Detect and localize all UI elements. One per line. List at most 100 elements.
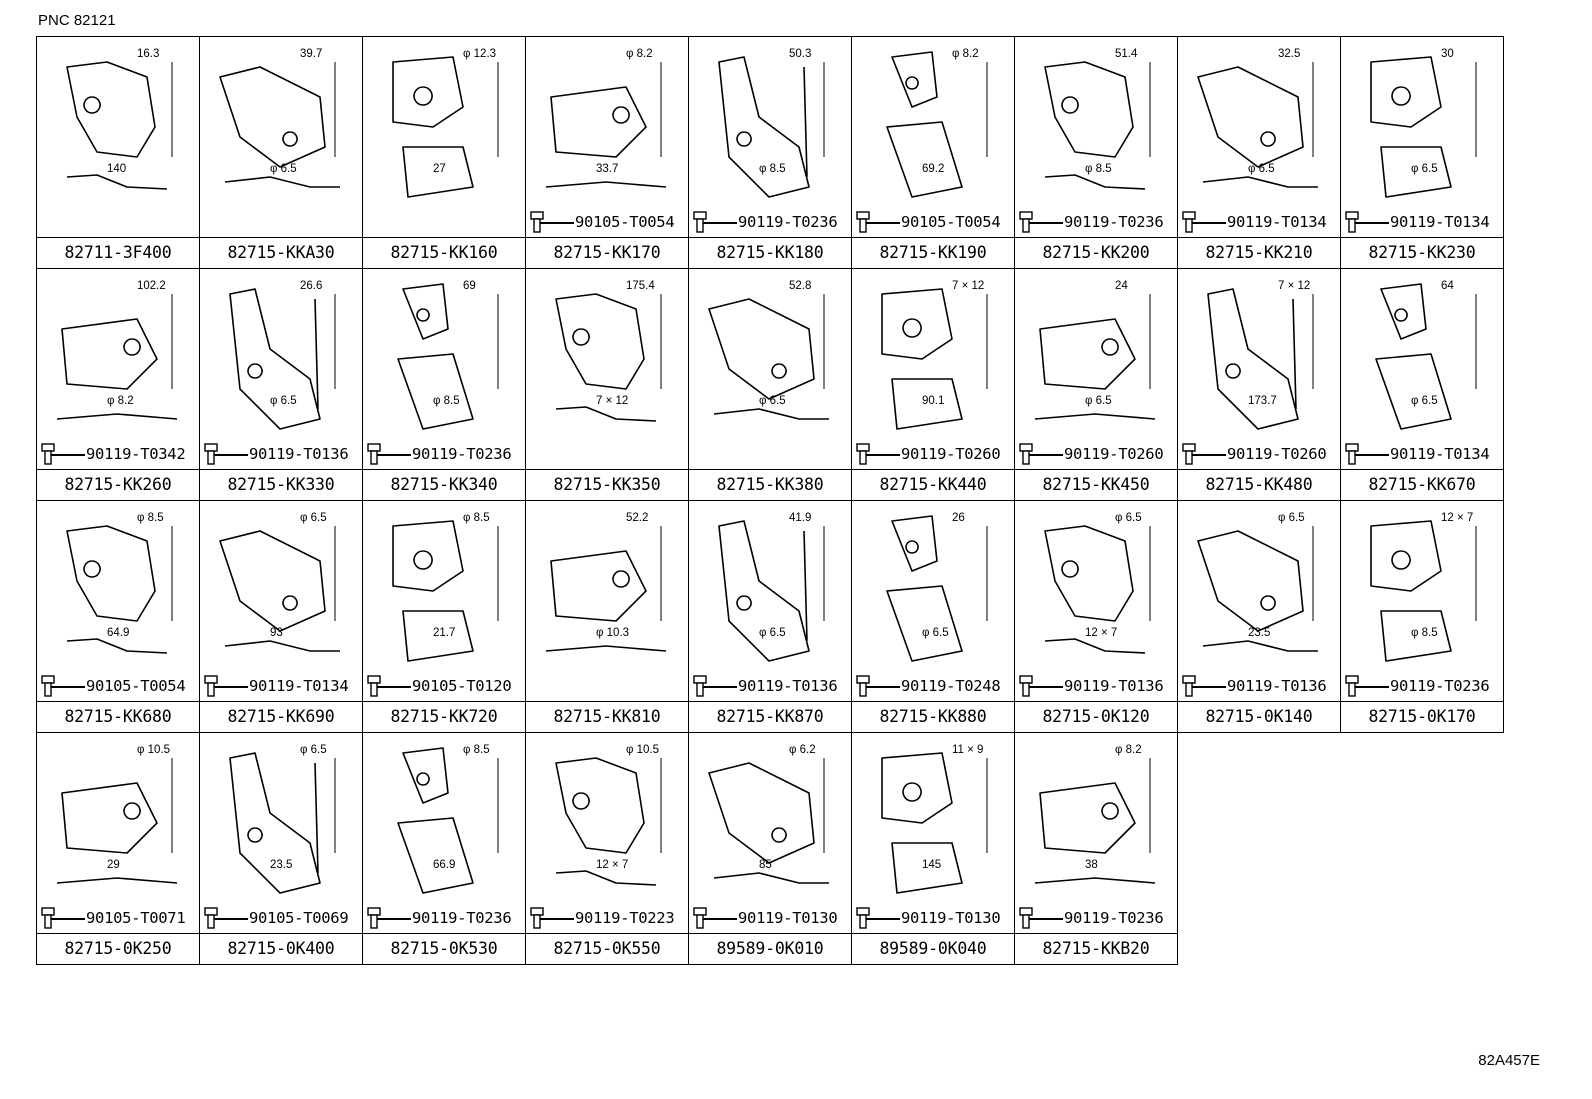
part-number[interactable]: 89589-0K040 [852,933,1014,964]
part-number[interactable]: 82715-KK440 [852,469,1014,500]
dimension-label: φ 8.2 [1115,744,1142,756]
bracket-illustration: 102.2 φ 8.2 [37,269,199,444]
part-number[interactable]: 82715-KK340 [363,469,525,500]
dimension-label: 16.3 [137,48,159,60]
part-number[interactable]: 82715-KK720 [363,701,525,732]
dimension-label: φ 8.5 [759,163,786,175]
bracket-outline [708,762,829,884]
bolt-part-number: 90119-T0260 [901,445,1001,463]
dimension-label: 24 [1115,280,1128,292]
part-number[interactable]: 82715-KK160 [363,237,525,268]
bracket-outline [392,520,474,662]
part-number[interactable]: 82715-0K170 [1341,701,1503,732]
bolt-icon [1019,443,1063,465]
part-number[interactable]: 82715-0K530 [363,933,525,964]
bolt-icon [856,675,900,697]
bracket-outline [1207,288,1299,430]
bolt-callout: 90119-T0236 [1019,905,1164,931]
part-number[interactable]: 82715-KK260 [37,469,199,500]
dimension-label: φ 10.3 [596,627,629,639]
part-number[interactable]: 82715-KK450 [1015,469,1177,500]
bolt-icon [1019,907,1063,929]
dimension-label: φ 6.5 [1278,512,1305,524]
dimension-label: φ 6.5 [1411,395,1438,407]
part-number[interactable]: 82715-KK230 [1341,237,1503,268]
part-number[interactable]: 82715-KK680 [37,701,199,732]
part-number[interactable]: 82715-KKA30 [200,237,362,268]
bolt-callout: 90119-T0236 [693,209,838,235]
bolt-icon [204,675,248,697]
dimension-label: φ 10.5 [137,744,170,756]
dimension-label: φ 8.5 [1085,163,1112,175]
part-number[interactable]: 82711-3F400 [37,237,199,268]
part-number[interactable]: 82715-KK180 [689,237,851,268]
bolt-icon [367,907,411,929]
part-number[interactable]: 82715-0K120 [1015,701,1177,732]
part-number[interactable]: 89589-0K010 [689,933,851,964]
bolt-callout: 90119-T0260 [856,441,1001,467]
bracket-outline [545,550,667,652]
part-number[interactable]: 82715-KK870 [689,701,851,732]
bolt-part-number: 90105-T0054 [575,213,675,231]
bracket-outline [219,66,340,188]
bolt-callout: 90119-T0236 [367,441,512,467]
part-number[interactable]: 82715-KK480 [1178,469,1340,500]
part-number[interactable]: 82715-KK380 [689,469,851,500]
dimension-label: 32.5 [1278,48,1300,60]
bolt-callout: 90119-T0130 [693,905,838,931]
bolt-callout: 90119-T0248 [856,673,1001,699]
part-number[interactable]: 82715-0K250 [37,933,199,964]
part-number[interactable]: 82715-KKB20 [1015,933,1177,964]
part-number[interactable]: 82715-0K400 [200,933,362,964]
part-number[interactable]: 82715-0K140 [1178,701,1340,732]
dimension-label: φ 6.5 [300,512,327,524]
part-number[interactable]: 82715-KK190 [852,237,1014,268]
dimension-label: 175.4 [626,280,655,292]
bolt-part-number: 90119-T0260 [1064,445,1164,463]
dimension-label: 102.2 [137,280,166,292]
part-number[interactable]: 82715-KK690 [200,701,362,732]
part-number[interactable]: 82715-0K550 [526,933,688,964]
bolt-icon [204,907,248,929]
dimension-label: φ 12.3 [463,48,496,60]
bolt-callout: 90119-T0260 [1182,441,1327,467]
dimension-label: φ 8.2 [626,48,653,60]
bolt-callout: 90105-T0054 [856,209,1001,235]
bolt-part-number: 90119-T0223 [575,909,675,927]
part-number[interactable]: 82715-KK330 [200,469,362,500]
bolt-icon [1345,211,1389,233]
bolt-icon [204,443,248,465]
part-number[interactable]: 82715-KK880 [852,701,1014,732]
bracket-outline [1034,318,1156,420]
dimension-label: 90.1 [922,395,944,407]
bracket-outline [229,288,321,430]
part-number[interactable]: 82715-KK670 [1341,469,1503,500]
part-number[interactable]: 82715-KK350 [526,469,688,500]
dimension-label: φ 8.2 [952,48,979,60]
part-number[interactable]: 82715-KK210 [1178,237,1340,268]
dimension-label: φ 8.2 [107,395,134,407]
part-number[interactable]: 82715-KK170 [526,237,688,268]
bolt-part-number: 90119-T0342 [86,445,186,463]
dimension-label: φ 6.5 [759,395,786,407]
part-number[interactable]: 82715-KK200 [1015,237,1177,268]
part-number[interactable]: 82715-KK810 [526,701,688,732]
bolt-icon [693,907,737,929]
